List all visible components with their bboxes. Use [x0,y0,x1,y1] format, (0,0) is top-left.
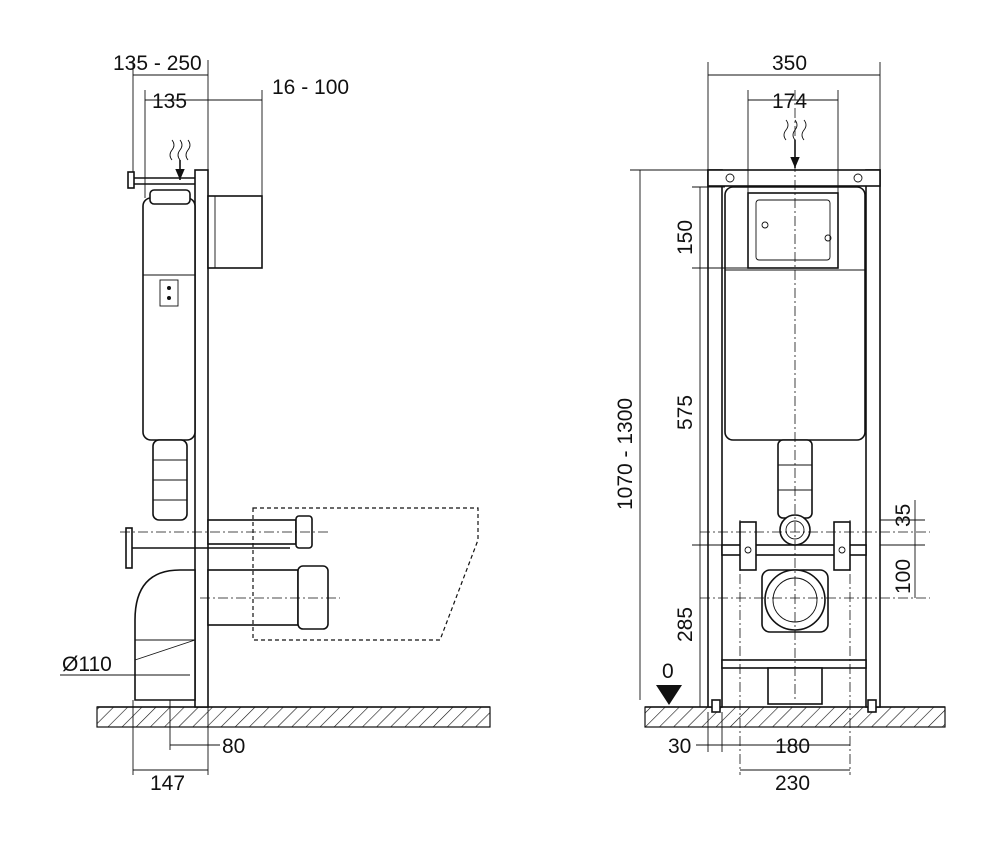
floor-hatch [644,706,946,728]
floor-hatch [96,706,491,728]
water-inlet-icon [169,139,191,161]
dim-foot-width: 30 [668,735,691,758]
dim-tank-depth: 135 [152,90,187,113]
dim-plate-offset: 16 - 100 [272,76,349,99]
frame-post [194,169,209,708]
dim-plate-height: 150 [674,220,697,255]
dim-plate-width: 174 [772,90,807,113]
dim-frame-height: 1070 - 1300 [614,398,637,510]
frame-post-right [865,169,881,708]
flush-plate-box [207,195,263,269]
dim-drain-offset-80: 80 [222,735,245,758]
dim-tank-height: 575 [674,395,697,430]
frame-post-left [707,169,723,708]
toilet-bowl-outline [252,507,479,641]
dim-floor-zero: 0 [662,660,674,683]
cistern-tank [142,197,196,441]
side-view: 135 - 250 135 16 - 100 Ø110 80 147 [60,52,491,795]
dim-bolt-spacing-180: 180 [775,735,810,758]
flush-plate [747,192,839,269]
dim-inlet-offset: 35 [892,504,915,527]
dim-overall-depth: 135 - 250 [113,52,202,75]
dim-frame-width: 350 [772,52,807,75]
dim-bolt-spacing-230: 230 [775,772,810,795]
dim-drain-offset-147: 147 [150,772,185,795]
dim-drain-diameter: Ø110 [62,653,112,676]
dim-outlet-spacing: 100 [892,559,915,594]
front-view: 350 174 1070 - 1300 150 575 285 35 100 0… [614,52,946,795]
floor-zero-marker [656,685,682,705]
dim-bolt-height: 285 [674,607,697,642]
